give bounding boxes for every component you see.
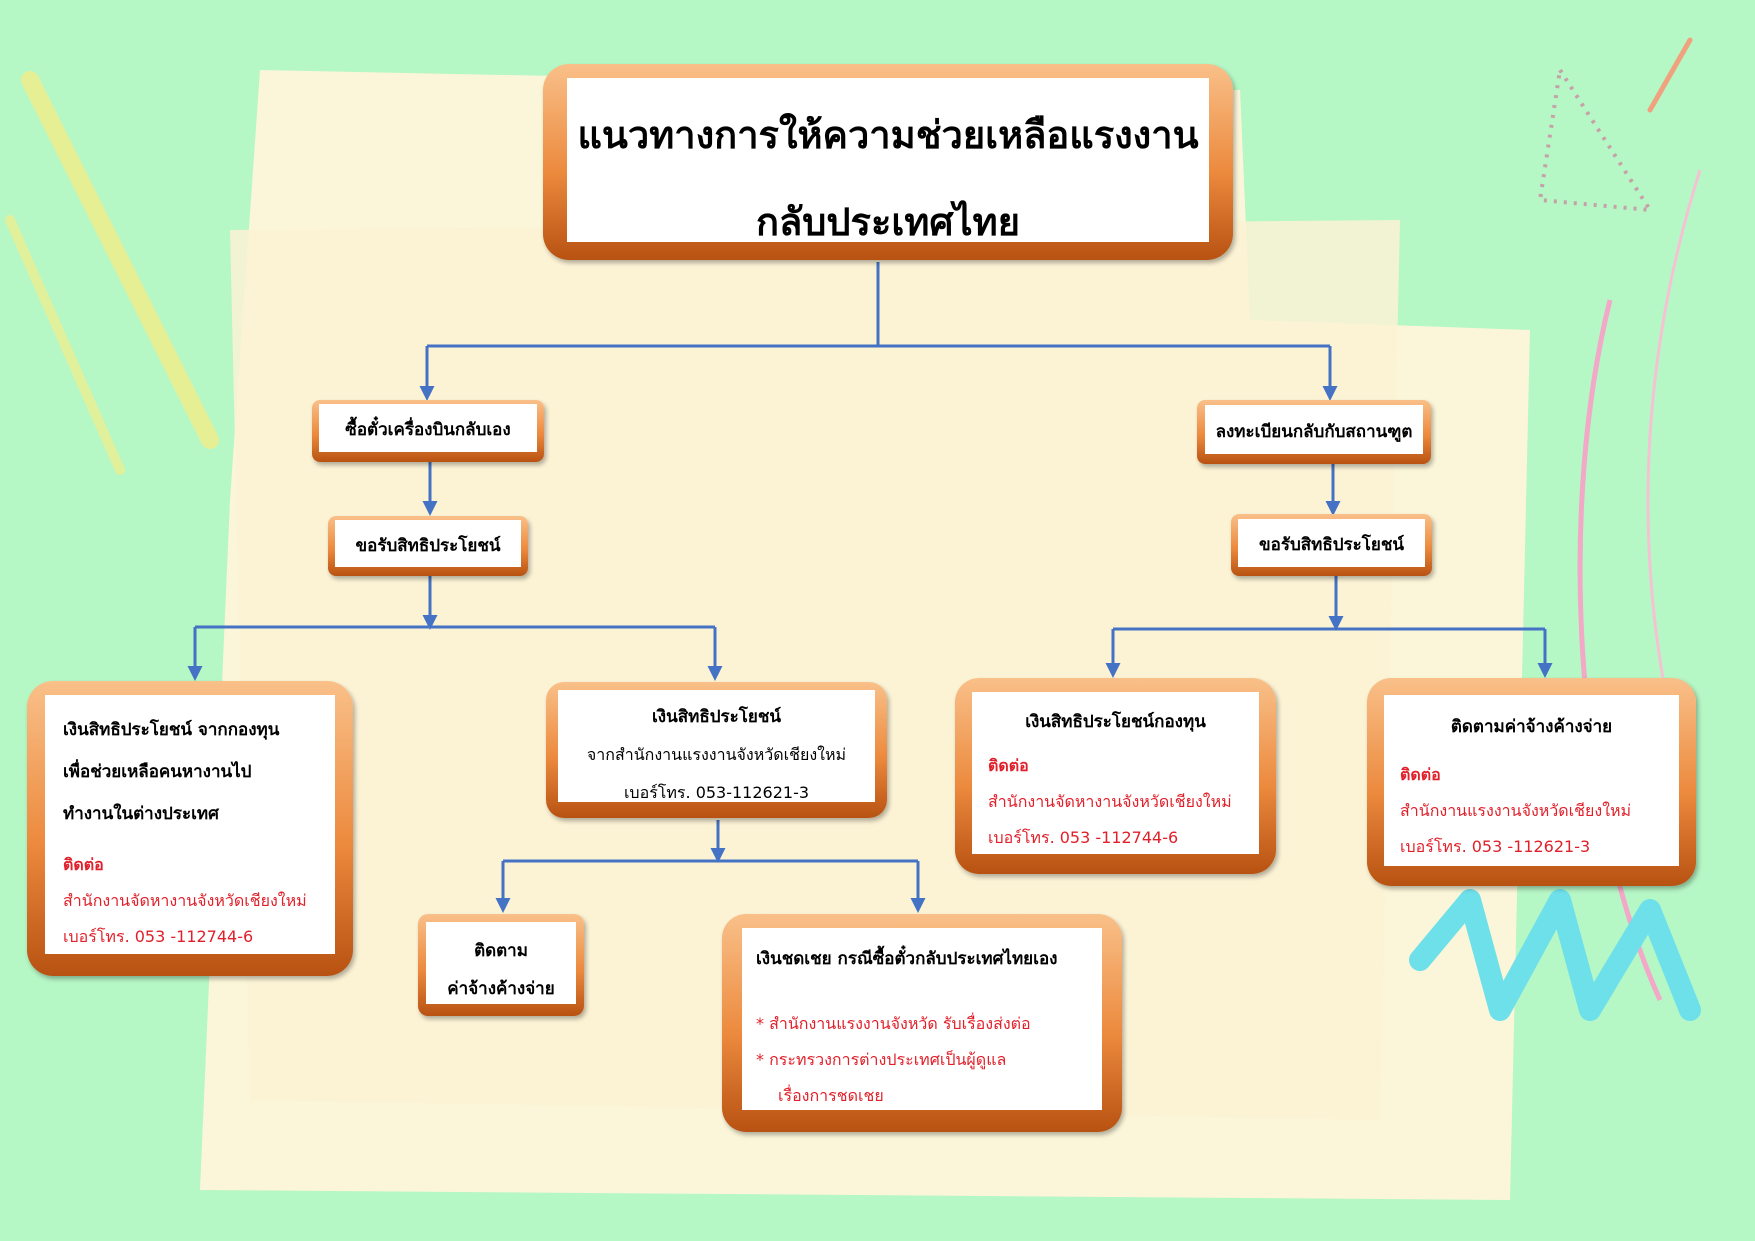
fund-right-contact-label: ติดต่อ	[988, 756, 1029, 775]
follow-wages-line1: ติดตาม	[474, 941, 528, 961]
buy-ticket-inner: ซื้อตั๋วเครื่องบินกลับเอง	[319, 404, 537, 452]
page-subtitle: กลับประเทศไทย	[756, 200, 1020, 244]
fund-left-phone: เบอร์โทร. 053 -112744-6	[63, 927, 254, 946]
decor-stroke	[1647, 37, 1693, 113]
fund-right-office: สำนักงานจัดหางานจังหวัดเชียงใหม่	[988, 792, 1232, 811]
fund-left-office: สำนักงานจัดหางานจังหวัดเชียงใหม่	[63, 891, 307, 910]
register-embassy-inner: ลงทะเบียนกลับกับสถานฑูต	[1205, 405, 1423, 454]
compensation-box: เงินชดเชย กรณีซื้อตั๋วกลับประเทศไทยเอง *…	[722, 914, 1122, 1132]
fund-left-contact-label: ติดต่อ	[63, 855, 104, 874]
follow-wages-inner: ติดตาม ค่าจ้างค้างจ่าย	[426, 922, 576, 1004]
compensation-title: เงินชดเชย กรณีซื้อตั๋วกลับประเทศไทยเอง	[756, 949, 1058, 969]
claim-benefit-label-left: ขอรับสิทธิประโยชน์	[355, 536, 501, 556]
wage-box-right: ติดตามค่าจ้างค้างจ่าย ติดต่อ สำนักงานแรง…	[1367, 678, 1696, 886]
fund-inner-right: เงินสิทธิประโยชน์กองทุน ติดต่อ สำนักงานจ…	[972, 692, 1259, 854]
title-inner: แนวทางการให้ความช่วยเหลือแรงงาน กลับประเ…	[567, 78, 1209, 244]
fund-left-line1: เงินสิทธิประโยชน์ จากกองทุน	[63, 720, 280, 740]
compensation-item2-cont: เรื่องการชดเชย	[778, 1086, 884, 1105]
fund-right-phone: เบอร์โทร. 053 -112744-6	[988, 828, 1179, 847]
fund-right-title: เงินสิทธิประโยชน์กองทุน	[1025, 712, 1206, 732]
wage-right-office: สำนักงานแรงงานจังหวัดเชียงใหม่	[1400, 801, 1632, 820]
claim-benefit-inner-left: ขอรับสิทธิประโยชน์	[335, 520, 521, 567]
follow-wages-line2: ค่าจ้างค้างจ่าย	[447, 979, 555, 999]
fund-left-line3: ทำงานในต่างประเทศ	[63, 804, 219, 824]
claim-benefit-box-right: ขอรับสิทธิประโยชน์	[1231, 514, 1432, 576]
follow-wages-box: ติดตาม ค่าจ้างค้างจ่าย	[418, 914, 584, 1016]
dotted-triangle	[1537, 64, 1654, 213]
claim-benefit-inner-right: ขอรับสิทธิประโยชน์	[1238, 519, 1425, 567]
wage-inner-right: ติดตามค่าจ้างค้างจ่าย ติดต่อ สำนักงานแรง…	[1384, 695, 1679, 866]
fund-left-line2: เพื่อช่วยเหลือคนหางานไป	[63, 762, 252, 782]
pink-curve	[1646, 169, 1702, 761]
fund-inner-left: เงินสิทธิประโยชน์ จากกองทุน เพื่อช่วยเหล…	[45, 695, 335, 954]
compensation-inner: เงินชดเชย กรณีซื้อตั๋วกลับประเทศไทยเอง *…	[742, 928, 1102, 1110]
yellow-streak	[5, 215, 125, 475]
wage-right-contact-label: ติดต่อ	[1400, 765, 1441, 784]
compensation-item2: * กระทรวงการต่างประเทศเป็นผู้ดูแล	[756, 1050, 1007, 1069]
labor-office-line2: จากสำนักงานแรงงานจังหวัดเชียงใหม่	[586, 745, 847, 764]
register-embassy-box: ลงทะเบียนกลับกับสถานฑูต	[1197, 400, 1431, 464]
pink-curve	[1577, 299, 1663, 1002]
cyan-zigzag	[1409, 889, 1701, 1021]
register-embassy-label: ลงทะเบียนกลับกับสถานฑูต	[1215, 422, 1413, 442]
labor-office-box: เงินสิทธิประโยชน์ จากสำนักงานแรงงานจังหว…	[546, 682, 887, 818]
fund-box-left: เงินสิทธิประโยชน์ จากกองทุน เพื่อช่วยเหล…	[27, 681, 353, 976]
claim-benefit-label-right: ขอรับสิทธิประโยชน์	[1258, 535, 1404, 555]
compensation-item1: * สำนักงานแรงงานจังหวัด รับเรื่องส่งต่อ	[756, 1014, 1031, 1033]
claim-benefit-box-left: ขอรับสิทธิประโยชน์	[328, 516, 528, 576]
yellow-streak	[21, 71, 219, 449]
buy-ticket-label: ซื้อตั๋วเครื่องบินกลับเอง	[345, 420, 511, 440]
page-title: แนวทางการให้ความช่วยเหลือแรงงาน	[577, 113, 1199, 157]
wage-right-title: ติดตามค่าจ้างค้างจ่าย	[1450, 717, 1613, 737]
fund-box-right: เงินสิทธิประโยชน์กองทุน ติดต่อ สำนักงานจ…	[955, 678, 1276, 874]
labor-office-line1: เงินสิทธิประโยชน์	[652, 707, 781, 727]
title-box: แนวทางการให้ความช่วยเหลือแรงงาน กลับประเ…	[543, 64, 1233, 260]
labor-office-inner: เงินสิทธิประโยชน์ จากสำนักงานแรงงานจังหว…	[558, 690, 875, 802]
buy-ticket-box: ซื้อตั๋วเครื่องบินกลับเอง	[312, 400, 544, 462]
wage-right-phone: เบอร์โทร. 053 -112621-3	[1400, 837, 1591, 856]
labor-office-phone: เบอร์โทร. 053-112621-3	[623, 783, 810, 802]
